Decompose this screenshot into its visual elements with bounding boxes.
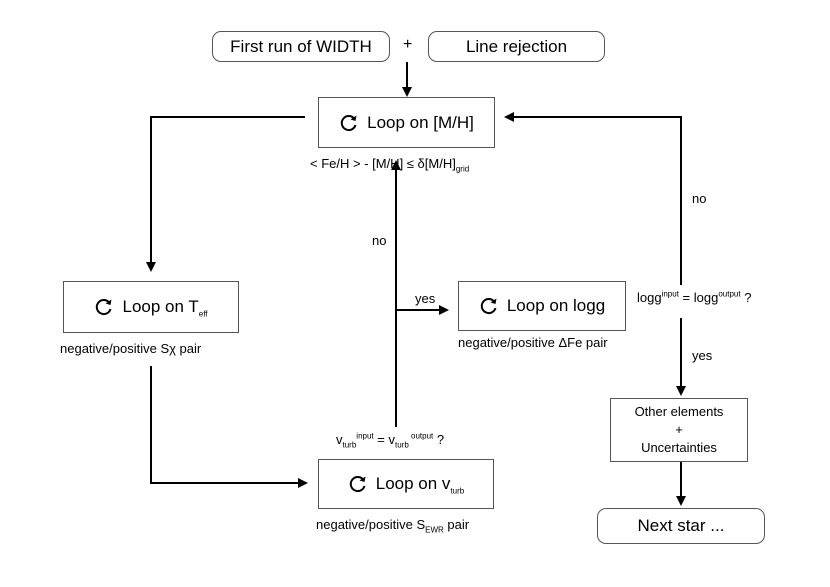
loop-icon [96, 299, 112, 316]
other-elements-label: Other elements [634, 404, 724, 419]
arrow-teff-to-vturb [150, 366, 308, 488]
loop-vturb-label: Loop on vturb [375, 474, 465, 496]
other-elements-box: Other elements + Uncertainties [610, 398, 748, 462]
arrow-mh-to-teff [146, 116, 305, 272]
line-rejection-box: Line rejection [428, 31, 605, 62]
logg-condition: negative/positive ΔFe pair [458, 335, 608, 350]
yes-label-right: yes [692, 348, 713, 363]
logg-test: logginput = loggoutput ? [637, 289, 752, 305]
arrow-logg-no-to-mh [504, 112, 682, 285]
uncertainties-label: Uncertainties [641, 440, 717, 455]
yes-label-center: yes [415, 291, 436, 306]
loop-vturb-box: Loop on vturb [318, 459, 494, 509]
loop-logg-label: Loop on logg [506, 296, 606, 315]
loop-icon [480, 298, 497, 315]
teff-condition: negative/positive Sχ pair [60, 341, 202, 356]
loop-logg-box: Loop on logg [458, 281, 626, 331]
mh-condition: < Fe/H > - [M/H] ≤ δ[M/H]grid [310, 156, 470, 174]
loop-mh-box: Loop on [M/H] [318, 97, 495, 148]
no-label-center: no [372, 233, 387, 248]
no-label-right: no [692, 191, 707, 206]
next-star-box: Next star ... [597, 508, 765, 544]
other-plus-label: + [675, 422, 683, 437]
first-run-box: First run of WIDTH [212, 31, 390, 62]
first-run-label: First run of WIDTH [230, 36, 372, 56]
vturb-test: vturbinput = vturb output ? [336, 431, 445, 450]
loop-icon [349, 476, 366, 493]
next-star-label: Next star ... [637, 516, 725, 535]
loop-mh-label: Loop on [M/H] [367, 112, 474, 132]
loop-icon [340, 114, 357, 131]
plus-sign: + [403, 36, 413, 53]
line-rejection-label: Line rejection [465, 36, 568, 56]
vturb-condition: negative/positive SEWR pair [316, 517, 470, 535]
loop-teff-label: Loop on Teff [122, 297, 208, 319]
loop-teff-box: Loop on Teff [63, 281, 239, 333]
